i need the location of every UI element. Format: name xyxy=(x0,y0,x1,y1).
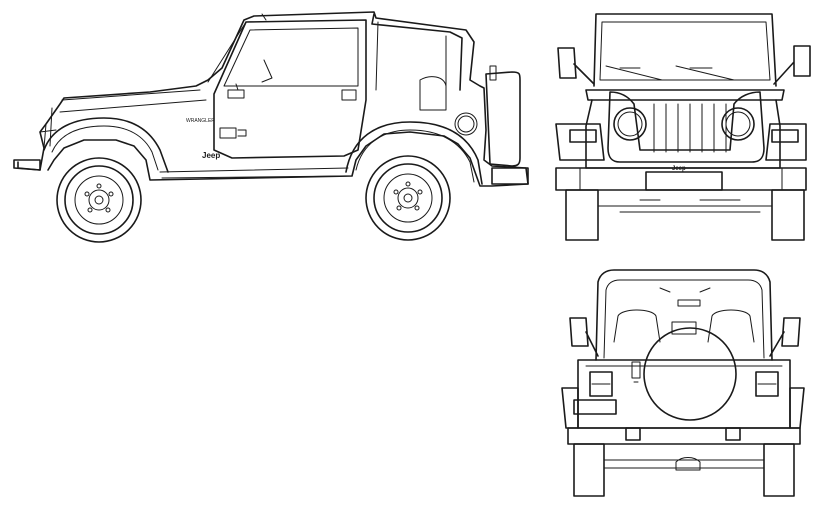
rear-left-mirror xyxy=(569,317,599,357)
rear-left-tire xyxy=(573,443,605,497)
side-fuel-cap xyxy=(454,112,478,136)
front-bumper xyxy=(555,167,807,191)
side-door-handle xyxy=(341,89,357,101)
side-rear-bumper xyxy=(491,167,529,185)
side-body-outline xyxy=(17,11,529,187)
rear-differential xyxy=(675,457,701,471)
rear-left-fender xyxy=(561,387,579,429)
side-front-flare-inner xyxy=(51,125,159,171)
side-hood-line xyxy=(61,89,201,101)
front-bumper-ends xyxy=(579,167,783,191)
rear-console xyxy=(671,321,697,335)
rear-right-mirror xyxy=(769,317,801,357)
rear-left-taillight xyxy=(589,371,613,397)
rear-bumper-hitches xyxy=(625,427,741,441)
side-view: WRANGLER Jeep xyxy=(13,11,529,243)
side-front-wheel xyxy=(56,157,142,243)
side-front-bumper xyxy=(13,159,41,171)
side-rear-fender-flare xyxy=(345,121,483,185)
front-view: Jeep xyxy=(555,13,811,241)
front-grille xyxy=(607,91,765,163)
rear-right-tire xyxy=(763,443,795,497)
front-right-tire xyxy=(771,189,805,241)
front-brand-badge: Jeep xyxy=(672,166,686,172)
side-wiper xyxy=(261,13,267,21)
front-right-mirror xyxy=(773,45,811,85)
rear-left-seat xyxy=(613,309,661,343)
side-rocker xyxy=(159,167,349,179)
side-spare-tire xyxy=(485,71,521,167)
side-rear-flare-inner xyxy=(355,129,475,183)
front-license-plate xyxy=(645,171,723,191)
front-left-tire xyxy=(565,189,599,241)
rear-windshield-detail xyxy=(659,287,711,293)
side-front-fender-flare xyxy=(43,117,169,173)
rear-body xyxy=(577,359,791,429)
front-left-headlight xyxy=(613,107,647,141)
rear-right-fender xyxy=(789,387,805,429)
rear-tailgate-handle xyxy=(631,361,641,383)
rear-axle xyxy=(603,459,765,469)
rear-view xyxy=(561,269,805,497)
rear-license-plate xyxy=(573,399,617,415)
side-rear-wheel xyxy=(365,155,451,241)
front-wipers xyxy=(605,65,735,81)
rear-right-seat xyxy=(707,309,755,343)
rear-right-taillight xyxy=(755,371,779,397)
front-right-fender xyxy=(765,123,807,161)
side-nose xyxy=(39,107,57,149)
rear-roll-bar-inner xyxy=(603,279,765,359)
front-windshield-glass xyxy=(599,21,771,81)
front-right-headlight xyxy=(721,107,755,141)
rear-spare-tire xyxy=(643,327,737,421)
side-steering-wheel xyxy=(261,59,273,83)
front-left-fender xyxy=(555,123,605,161)
front-hood xyxy=(585,89,785,101)
side-door-hinges xyxy=(219,127,247,139)
side-mirror xyxy=(227,83,245,99)
side-door xyxy=(213,19,367,159)
side-roll-bar xyxy=(371,13,463,91)
front-left-mirror xyxy=(557,47,595,85)
front-windshield-frame xyxy=(593,13,777,87)
side-hood-crease xyxy=(59,99,207,113)
side-seat xyxy=(419,76,447,111)
side-model-badge: WRANGLER xyxy=(186,118,215,124)
rear-bumper xyxy=(567,427,801,445)
side-brand-badge: Jeep xyxy=(202,151,220,160)
side-door-window xyxy=(223,27,359,87)
front-axle xyxy=(597,205,773,213)
rear-mirror xyxy=(677,299,701,307)
rear-roll-bar xyxy=(595,269,773,361)
side-rear-antenna-mount xyxy=(489,65,497,81)
side-windshield xyxy=(207,21,247,83)
side-roll-bar-inner xyxy=(375,21,447,93)
